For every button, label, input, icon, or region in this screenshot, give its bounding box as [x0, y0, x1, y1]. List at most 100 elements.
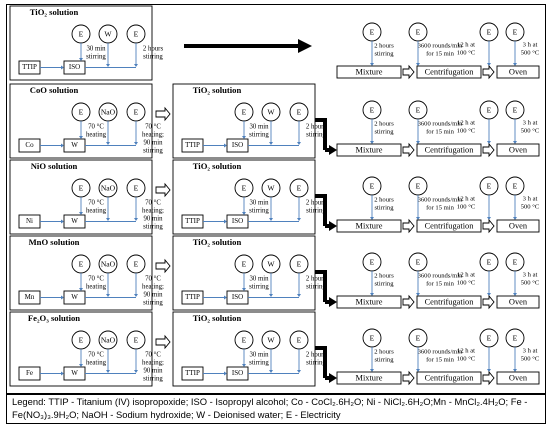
row-2-tio2-step2-note: 2 hours [306, 124, 327, 131]
row-5-arrow-centrifuge-oven [482, 370, 495, 386]
row-4-tio2-title: TiO₂ solution [193, 237, 242, 247]
row-2-centrifugation-label: Centrifugation [425, 145, 475, 154]
row-5-oven-label: Oven [509, 373, 528, 382]
row-2-oven-note-1: 100 °C [457, 128, 476, 135]
row-1-main-arrow-head [298, 39, 312, 53]
row-5-tio2-step2-note: stirring [306, 360, 326, 367]
row-5-tio2-arrow-3-head [297, 370, 301, 373]
row-2-tio2-arrow-3-head [297, 142, 301, 145]
row-3-precursor: Ni [26, 217, 33, 225]
row-1-centrifugation-box [416, 65, 482, 79]
row-4-step1-note: 70 °C [88, 276, 104, 283]
row-4-mixture-label: Mixture [356, 297, 383, 306]
row-5-centrifugation-note: for 15 min [426, 357, 455, 364]
row-1-circle-2-label: W [104, 29, 112, 38]
row-4-oven-note-2: 3 h at [523, 272, 538, 279]
row-1-process-circle-3-label: E [487, 27, 492, 36]
row-5-precursor2: W [71, 369, 78, 377]
row-1-process-circle-2-label: E [416, 27, 421, 36]
row-2-process-circle-2-label: E [416, 105, 421, 114]
row-4-tio2-arrow-precursor-head [224, 295, 227, 300]
row-2-oven-note-2: 500 °C [521, 128, 540, 135]
row-4-tio2-step2-note: 2 hours [306, 276, 327, 283]
row-2-elbow-arrow [315, 118, 327, 150]
row-2-tio2-precursor: TTIP [185, 141, 200, 149]
row-4-step2-note: heating; [142, 284, 164, 291]
row-3-oven-note-2: 500 °C [521, 204, 540, 211]
row-3-arrow-mix-centrifuge [402, 218, 415, 234]
row-2-step1-note: 70 °C [88, 124, 104, 131]
row-1-oven-note-2: 3 h at [523, 42, 538, 49]
row-3-process-circle-3-label: E [487, 181, 492, 190]
row-3-tio2-step2-note: stirring [306, 208, 326, 215]
row-5-process-circle-2-label: E [416, 333, 421, 342]
row-1-circle-3-label: E [134, 29, 139, 38]
row-5-tio2-arrow-2-head [269, 370, 273, 373]
row-3-process-arrow-4-head [513, 217, 517, 220]
row-2-tio2-precursor2: ISO [232, 141, 243, 149]
row-1-precursor: TTIP [22, 63, 37, 71]
row-1-process-arrow-1-head [370, 63, 374, 66]
row-5-step2-note: 70 °C [145, 352, 161, 359]
row-1-process-circle-1-label: E [370, 27, 375, 36]
row-3-oven-box [496, 219, 540, 233]
row-4-mixture-note: 2 hours [374, 273, 394, 280]
row-2-process-arrow-4-head [513, 141, 517, 144]
row-1-arrow-1-head [79, 58, 83, 61]
row-4-precursor2: W [71, 293, 78, 301]
row-4-oven-box [496, 295, 540, 309]
row-5-tio2-step1-note: 30 min [249, 352, 269, 359]
row-2-step2-note: 90 min [143, 140, 163, 147]
row-3-step2-note: heating; [142, 208, 164, 215]
row-2-centrifugation-box [416, 143, 482, 157]
row-3-oven-label: Oven [509, 221, 528, 230]
row-2-process-arrow-3-head [487, 141, 491, 144]
row-1-centrifugation-note: for 15 min [426, 51, 455, 58]
row-5-tio2-title: TiO₂ solution [193, 313, 242, 323]
row-5-process-arrow-3-head [487, 369, 491, 372]
row-1-arrow-3-head [134, 64, 138, 67]
row-2-arrow-3-head [134, 142, 138, 145]
row-3-tio2-arrow-precursor-head [224, 219, 227, 224]
row-5-mixture-note: 2 hours [374, 349, 394, 356]
row-4-circle-3-label: E [134, 259, 139, 268]
row-4-circle-2-label: NaO [101, 259, 116, 268]
row-3-centrifugation-label: Centrifugation [425, 221, 475, 230]
row-2-step2-note: 70 °C [145, 124, 161, 131]
row-5-mixture-note: stirring [374, 357, 394, 364]
row-3-circle-2-label: NaO [101, 183, 116, 192]
row-3-step1-note: 70 °C [88, 200, 104, 207]
row-4-tio2-step1-note: 30 min [249, 276, 269, 283]
row-4-elbow-arrow [315, 270, 327, 302]
row-1-step1-note: stirring [86, 54, 106, 61]
row-1-oven-note-1: 12 h at [457, 42, 475, 49]
row-4-tio2-precursor2: ISO [232, 293, 243, 301]
row-5-arrow-mix-centrifuge [402, 370, 415, 386]
row-5-step2-note: heating; [142, 360, 164, 367]
row-4-step1-note: heating [86, 284, 107, 291]
row-3-tio2-step1-note: 30 min [249, 200, 269, 207]
row-3-circle-3-label: E [134, 183, 139, 192]
row-2-precursor: Co [25, 141, 34, 149]
row-1-oven-note-1: 100 °C [457, 50, 476, 57]
row-1-mixture-note: stirring [374, 51, 394, 58]
row-3-process-arrow-2-head [416, 217, 420, 220]
row-1-step1-note: 30 min [86, 46, 106, 53]
row-4-precursor: Mn [25, 293, 35, 301]
row-2-step2-note: heating; [142, 132, 164, 139]
row-5-oven-note-2: 500 °C [521, 356, 540, 363]
row-4-step2-note: 90 min [143, 292, 163, 299]
row-3-tio2-circle-2-label: W [267, 183, 275, 192]
row-2-precursor2: W [71, 141, 78, 149]
row-1-arrow-precursor-head [61, 65, 64, 70]
row-1-precursor2: ISO [69, 63, 80, 71]
row-4-process-arrow-4-head [513, 293, 517, 296]
row-4-arrow-centrifuge-oven [482, 294, 495, 310]
row-5-centrifugation-box [416, 371, 482, 385]
row-4-tio2-circle-2-label: W [267, 259, 275, 268]
row-3-tio2-step2-note: 2 hours [306, 200, 327, 207]
row-3-centrifugation-box [416, 219, 482, 233]
row-5-elbow-arrow-head [329, 373, 337, 383]
row-5-tio2-circle-2-label: W [267, 335, 275, 344]
